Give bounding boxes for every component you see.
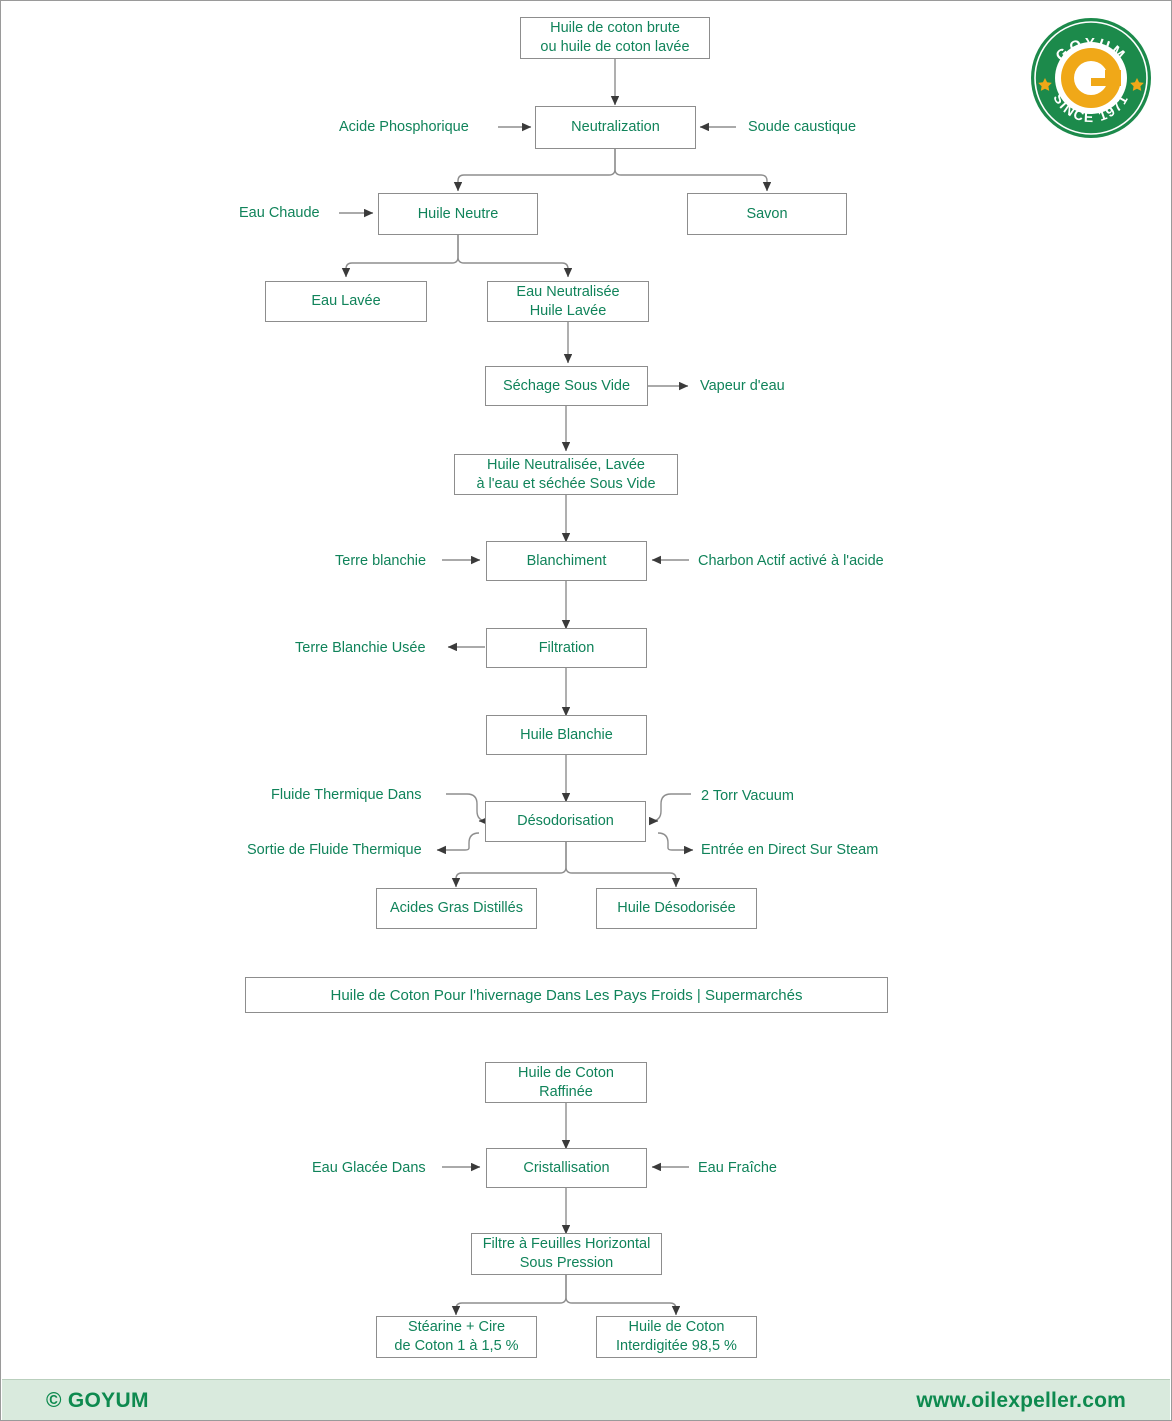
node-savon: Savon xyxy=(687,193,847,235)
label-sortie-fluide-thermique: Sortie de Fluide Thermique xyxy=(247,842,422,858)
label-terre-blanchie: Terre blanchie xyxy=(335,553,427,569)
node-line: Savon xyxy=(746,205,788,222)
node-line: Huile Désodorisée xyxy=(617,900,736,916)
node-line: Neutralization xyxy=(571,119,660,135)
node-blanchiment: Blanchiment xyxy=(486,541,647,581)
flowchart-connectors xyxy=(339,59,772,1316)
node-line: Eau Neutralisée xyxy=(516,283,620,300)
node-line: Interdigitée 98,5 % xyxy=(616,1338,737,1354)
label-terre-blanchie-usee: Terre Blanchie Usée xyxy=(295,640,426,656)
node-cristallisation: Cristallisation xyxy=(486,1148,647,1188)
node-huile-desodorisee: Huile Désodorisée xyxy=(596,888,757,929)
node-line: à l'eau et séchée Sous Vide xyxy=(476,475,656,492)
node-line: Huile Neutralisée, Lavée xyxy=(487,456,645,473)
node-huile-neutre: Huile Neutre xyxy=(378,193,538,235)
logo-letter-g xyxy=(1061,48,1121,108)
node-filtration: Filtration xyxy=(486,628,647,668)
label-vapeur-eau: Vapeur d'eau xyxy=(700,378,785,394)
label-eau-glacee-dans: Eau Glacée Dans xyxy=(312,1160,426,1176)
label-eau-fraiche: Eau Fraîche xyxy=(698,1160,777,1176)
node-line: Huile de coton brute xyxy=(550,20,680,36)
node-line: Stéarine + Cire xyxy=(407,1319,506,1335)
node-line: Acides Gras Distillés xyxy=(390,900,523,916)
node-line: Raffinée xyxy=(539,1083,593,1100)
node-line: ou huile de coton lavée xyxy=(540,39,690,55)
node-huile-blanchie: Huile Blanchie xyxy=(486,715,647,755)
goyum-logo: GOYUM SINCE 1971 xyxy=(1028,15,1154,141)
node-line: Désodorisation xyxy=(517,813,614,829)
node-line: de Coton 1 à 1,5 % xyxy=(394,1338,519,1354)
label-2-torr-vacuum: 2 Torr Vacuum xyxy=(701,788,794,804)
node-line: Huile Neutre xyxy=(417,205,499,222)
node-line: Huile de Coton xyxy=(518,1064,614,1081)
node-banner-hivernage: Huile de Coton Pour l'hivernage Dans Les… xyxy=(245,977,888,1013)
node-crude-oil: Huile de coton brute ou huile de coton la… xyxy=(520,17,710,59)
footer-website[interactable]: www.oilexpeller.com xyxy=(916,1388,1126,1412)
node-line: Cristallisation xyxy=(523,1159,610,1176)
footer-copyright: © GOYUM xyxy=(46,1388,149,1412)
node-desodorisation: Désodorisation xyxy=(485,801,646,842)
node-line: Eau Lavée xyxy=(311,293,381,309)
node-line: Sous Pression xyxy=(519,1255,614,1271)
page-footer: © GOYUM www.oilexpeller.com xyxy=(2,1379,1170,1420)
node-huile-neutralisee-lavee: Huile Neutralisée, Lavée à l'eau et séché… xyxy=(454,454,678,495)
label-entree-direct-steam: Entrée en Direct Sur Steam xyxy=(701,842,879,858)
label-fluide-thermique-dans: Fluide Thermique Dans xyxy=(271,787,422,803)
node-line: Filtration xyxy=(538,639,595,656)
node-line: Huile Lavée xyxy=(529,302,607,319)
flowchart-canvas: Huile de coton brute ou huile de coton la… xyxy=(1,1,1171,1373)
label-soude-caustique: Soude caustique xyxy=(748,119,857,135)
node-sechage-sous-vide: Séchage Sous Vide xyxy=(485,366,648,406)
node-acides-gras-distilles: Acides Gras Distillés xyxy=(376,888,537,929)
label-eau-chaude: Eau Chaude xyxy=(239,205,320,221)
node-line: Huile de Coton Pour l'hivernage Dans Les… xyxy=(330,986,803,1004)
node-line: Séchage Sous Vide xyxy=(502,377,631,394)
node-line: Huile Blanchie xyxy=(520,726,613,743)
node-line: Filtre à Feuilles Horizontal xyxy=(482,1236,651,1252)
node-neutralization: Neutralization xyxy=(535,106,696,149)
node-line: Huile de Coton xyxy=(628,1319,725,1335)
node-stearine-cire: Stéarine + Cire de Coton 1 à 1,5 % xyxy=(376,1316,537,1358)
logo-star-icon xyxy=(1038,78,1144,91)
label-charbon-actif: Charbon Actif activé à l'acide xyxy=(698,553,884,569)
node-line: Blanchiment xyxy=(526,552,607,569)
label-acide-phosphorique: Acide Phosphorique xyxy=(339,119,469,135)
node-eau-lavee: Eau Lavée xyxy=(265,281,427,322)
